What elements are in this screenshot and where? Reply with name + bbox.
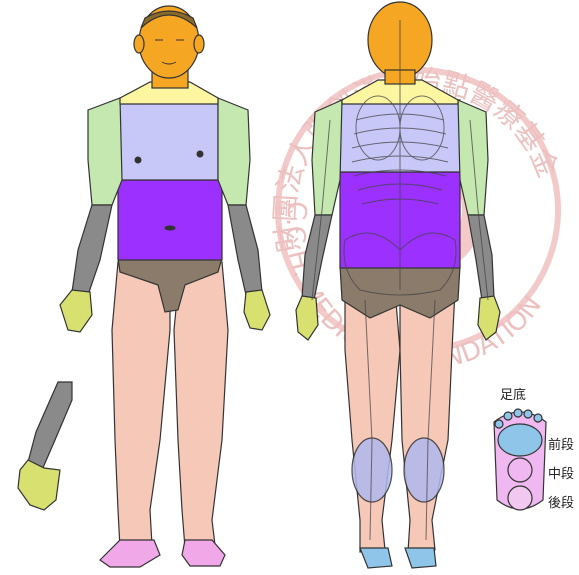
sole-toe-5 — [534, 414, 542, 422]
sole-middle-section — [508, 458, 532, 482]
front-left-hand — [60, 290, 92, 332]
detached-hand — [18, 460, 60, 510]
sole-legend-front-label: 前段 — [548, 434, 574, 453]
front-abdomen — [118, 180, 222, 260]
front-right-leg — [174, 262, 228, 548]
sole-front-section — [498, 424, 542, 456]
sole-legend-middle-label: 中段 — [548, 463, 574, 482]
front-left-upper-arm — [88, 98, 122, 205]
front-figure — [60, 6, 270, 567]
front-right-ear — [194, 35, 204, 53]
back-right-foot — [405, 548, 436, 568]
front-left-nipple — [135, 157, 141, 163]
front-left-leg — [112, 262, 170, 548]
back-left-leg — [345, 290, 400, 552]
back-left-foot — [360, 548, 392, 568]
back-left-hand — [296, 296, 318, 340]
sole-toe-4 — [524, 410, 532, 418]
front-left-ear — [134, 35, 144, 53]
front-navel — [165, 226, 175, 230]
sole-diagram — [494, 409, 546, 510]
front-chest — [118, 102, 218, 180]
sole-legend-title: 足底 — [500, 384, 526, 403]
sole-rear-section — [508, 486, 532, 510]
front-right-hand — [244, 290, 270, 330]
sole-toe-2 — [504, 412, 512, 420]
front-right-foot — [182, 540, 225, 566]
back-right-forearm — [468, 215, 494, 300]
back-right-calf — [404, 438, 444, 502]
sole-toe-3 — [514, 409, 522, 417]
detached-forearm — [28, 382, 72, 470]
sole-toe-1 — [495, 420, 503, 428]
front-right-upper-arm — [218, 98, 250, 205]
front-right-nipple — [197, 151, 203, 157]
sole-legend-rear-label: 後段 — [548, 492, 574, 511]
detached-arm — [18, 382, 72, 510]
front-left-forearm — [72, 205, 112, 295]
back-right-leg — [400, 290, 455, 552]
front-left-foot — [100, 540, 160, 567]
front-right-forearm — [228, 205, 262, 295]
